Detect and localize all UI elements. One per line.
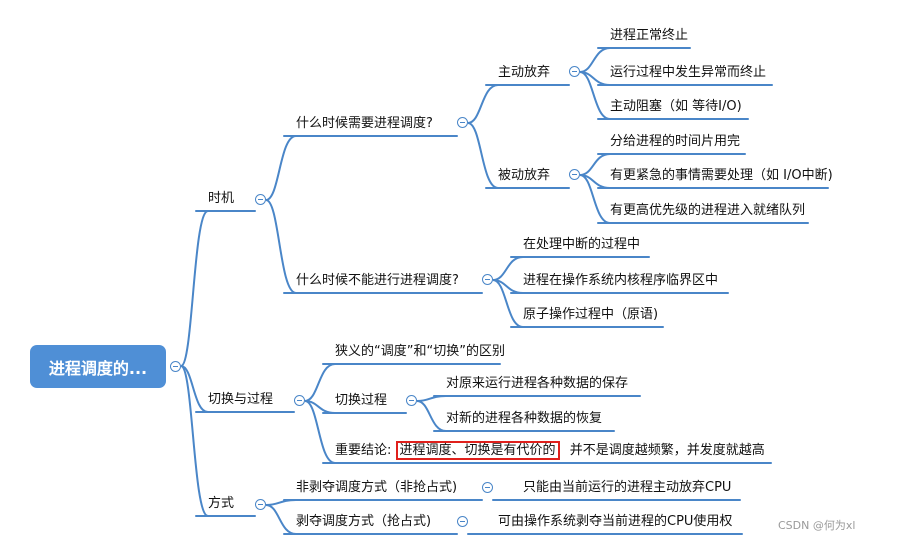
branch-timing[interactable]: 时机 [208, 191, 235, 206]
connector [492, 256, 524, 281]
node-when-not[interactable]: 什么时候不能进行进程调度? [296, 273, 459, 288]
node-active-yield[interactable]: 主动放弃 [498, 65, 551, 80]
collapse-toggle-icon[interactable] [294, 395, 305, 406]
connector [467, 84, 499, 124]
connector [579, 153, 611, 176]
collapse-toggle-icon[interactable] [457, 117, 468, 128]
root-node[interactable]: 进程调度的... [30, 345, 166, 388]
node-passive-yield[interactable]: 被动放弃 [498, 168, 551, 183]
watermark: CSDN @何为xl [778, 519, 856, 532]
connector [579, 71, 611, 120]
conclusion-highlight: 进程调度、切换是有代价的 [395, 441, 560, 460]
node-preempt[interactable]: 剥夺调度方式（抢占式) [296, 514, 432, 529]
leaf-item[interactable]: 可由操作系统剥夺当前进程的CPU使用权 [498, 514, 733, 529]
connector [265, 135, 297, 201]
collapse-toggle-icon[interactable] [406, 395, 417, 406]
collapse-toggle-icon[interactable] [569, 169, 580, 180]
connector [304, 400, 336, 464]
leaf-item[interactable]: 分给进程的时间片用完 [610, 134, 741, 149]
node-when-needed[interactable]: 什么时候需要进程调度? [296, 116, 433, 131]
leaf-item[interactable]: 对原来运行进程各种数据的保存 [446, 376, 629, 391]
node-switch-process[interactable]: 切换过程 [335, 393, 388, 408]
node-diff[interactable]: 狭义的“调度”和“切换”的区别 [335, 344, 505, 359]
leaf-item[interactable]: 有更紧急的事情需要处理（如 I/O中断) [610, 168, 833, 183]
leaf-item[interactable]: 原子操作过程中（原语) [523, 307, 659, 322]
conclusion-prefix: 重要结论: [335, 443, 392, 458]
connector [579, 47, 611, 73]
collapse-toggle-icon[interactable] [170, 361, 181, 372]
collapse-toggle-icon[interactable] [482, 274, 493, 285]
leaf-item[interactable]: 在处理中断的过程中 [523, 237, 641, 252]
connector [180, 365, 209, 517]
connector [265, 199, 297, 294]
collapse-toggle-icon[interactable] [457, 516, 468, 527]
collapse-toggle-icon[interactable] [255, 194, 266, 205]
connector [416, 400, 447, 432]
leaf-item[interactable]: 只能由当前运行的进程主动放弃CPU [523, 480, 732, 495]
node-nonpreempt[interactable]: 非剥夺调度方式（非抢占式) [296, 480, 458, 495]
leaf-item[interactable]: 主动阻塞（如 等待I/O) [610, 99, 742, 114]
node-conclusion[interactable]: 重要结论: 进程调度、切换是有代价的 并不是调度越频繁，并发度就越高 [335, 441, 765, 460]
leaf-item[interactable]: 进程在操作系统内核程序临界区中 [523, 273, 719, 288]
connector [265, 504, 297, 535]
branch-switch[interactable]: 切换与过程 [208, 392, 274, 407]
connector [180, 365, 209, 413]
connector [304, 363, 336, 402]
collapse-toggle-icon[interactable] [255, 499, 266, 510]
connector [579, 174, 611, 224]
leaf-item[interactable]: 对新的进程各种数据的恢复 [446, 411, 603, 426]
branch-mode[interactable]: 方式 [208, 496, 235, 511]
leaf-item[interactable]: 进程正常终止 [610, 28, 689, 43]
connector [492, 279, 524, 328]
collapse-toggle-icon[interactable] [569, 66, 580, 77]
collapse-toggle-icon[interactable] [482, 482, 493, 493]
connector [467, 122, 499, 189]
connector [180, 210, 209, 367]
conclusion-suffix: 并不是调度越频繁，并发度就越高 [569, 443, 765, 458]
leaf-item[interactable]: 运行过程中发生异常而终止 [610, 65, 767, 80]
leaf-item[interactable]: 有更高优先级的进程进入就绪队列 [610, 203, 806, 218]
